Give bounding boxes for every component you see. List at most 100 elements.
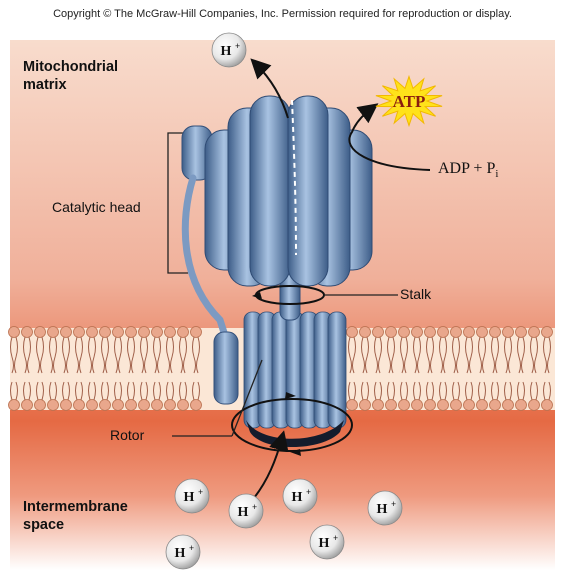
matrix-label-line1: Mitochondrial — [23, 58, 118, 76]
lipid-head — [152, 400, 163, 411]
lipid-head — [347, 327, 358, 338]
head-subunit — [250, 96, 290, 286]
proton: H+ — [368, 491, 402, 525]
lipid-head — [360, 327, 371, 338]
lipid-head — [191, 400, 202, 411]
lipid-head — [61, 327, 72, 338]
lipid-head — [113, 400, 124, 411]
lipid-head — [425, 327, 436, 338]
proton: H+ — [283, 479, 317, 513]
lipid-head — [451, 327, 462, 338]
lipid-head — [126, 400, 137, 411]
proton-label: H — [319, 536, 330, 551]
lipid-head — [139, 327, 150, 338]
proton-charge: + — [189, 543, 194, 553]
lipid-head — [87, 327, 98, 338]
lipid-head — [464, 327, 475, 338]
lipid-head — [503, 400, 514, 411]
lipid-head — [165, 327, 176, 338]
proton: H+ — [166, 535, 200, 569]
lipid-head — [35, 400, 46, 411]
lipid-head — [529, 327, 540, 338]
proton: H+ — [229, 494, 263, 528]
proton-label: H — [377, 502, 388, 517]
lipid-head — [165, 400, 176, 411]
lipid-head — [87, 400, 98, 411]
lipid-head — [9, 327, 20, 338]
lipid-head — [399, 327, 410, 338]
rotor-label: Rotor — [110, 427, 144, 443]
lipid-head — [113, 327, 124, 338]
proton-label: H — [221, 44, 232, 59]
lipid-head — [373, 327, 384, 338]
lipid-head — [22, 400, 33, 411]
lipid-head — [490, 400, 501, 411]
lipid-head — [126, 327, 137, 338]
intermembrane-label: Intermembrane space — [23, 498, 128, 534]
proton-charge: + — [252, 502, 257, 512]
lipid-head — [48, 400, 59, 411]
proton-charge: + — [333, 533, 338, 543]
catalytic-head — [205, 96, 372, 286]
atp-label: ATP — [393, 92, 426, 111]
lipid-head — [9, 400, 20, 411]
lipid-head — [503, 327, 514, 338]
lipid-head — [360, 400, 371, 411]
lipid-head — [438, 400, 449, 411]
proton: H+ — [175, 479, 209, 513]
lipid-head — [22, 327, 33, 338]
adp-pi-text: ADP + P — [438, 160, 495, 177]
lipid-head — [178, 327, 189, 338]
proton-label: H — [175, 546, 186, 561]
lipid-head — [516, 327, 527, 338]
lipid-head — [74, 400, 85, 411]
matrix-label-line2: matrix — [23, 76, 118, 94]
lipid-head — [477, 400, 488, 411]
lipid-head — [100, 327, 111, 338]
proton: H+ — [212, 33, 246, 67]
intermembrane-label-line2: space — [23, 516, 128, 534]
lipid-head — [399, 400, 410, 411]
proton-charge: + — [235, 41, 240, 51]
intermembrane-label-line1: Intermembrane — [23, 498, 128, 516]
lipid-head — [412, 400, 423, 411]
lipid-head — [516, 400, 527, 411]
lipid-head — [35, 327, 46, 338]
lipid-head — [542, 400, 553, 411]
proton-charge: + — [391, 499, 396, 509]
stalk-label: Stalk — [400, 286, 431, 302]
lipid-head — [152, 327, 163, 338]
lipid-head — [178, 400, 189, 411]
proton-charge: + — [306, 487, 311, 497]
lipid-head — [74, 327, 85, 338]
adp-pi-label: ADP + Pi — [438, 160, 498, 180]
lipid-head — [48, 327, 59, 338]
lipid-head — [529, 400, 540, 411]
lipid-head — [412, 327, 423, 338]
lipid-head — [425, 400, 436, 411]
proton-label: H — [292, 490, 303, 505]
adp-pi-subscript: i — [495, 168, 498, 180]
lipid-head — [490, 327, 501, 338]
matrix-label: Mitochondrial matrix — [23, 58, 118, 94]
lipid-head — [477, 327, 488, 338]
lipid-head — [139, 400, 150, 411]
proton: H+ — [310, 525, 344, 559]
lipid-head — [61, 400, 72, 411]
lipid-head — [386, 400, 397, 411]
catalytic-head-label: Catalytic head — [52, 199, 141, 215]
lipid-head — [451, 400, 462, 411]
proton-charge: + — [198, 487, 203, 497]
lipid-head — [464, 400, 475, 411]
lipid-head — [347, 400, 358, 411]
lipid-head — [542, 327, 553, 338]
head-subunit — [288, 96, 328, 286]
copyright-notice: Copyright © The McGraw-Hill Companies, I… — [0, 8, 565, 20]
lipid-head — [386, 327, 397, 338]
lipid-head — [373, 400, 384, 411]
lipid-head — [438, 327, 449, 338]
proton-label: H — [184, 490, 195, 505]
lipid-head — [100, 400, 111, 411]
lipid-head — [191, 327, 202, 338]
proton-label: H — [238, 505, 249, 520]
